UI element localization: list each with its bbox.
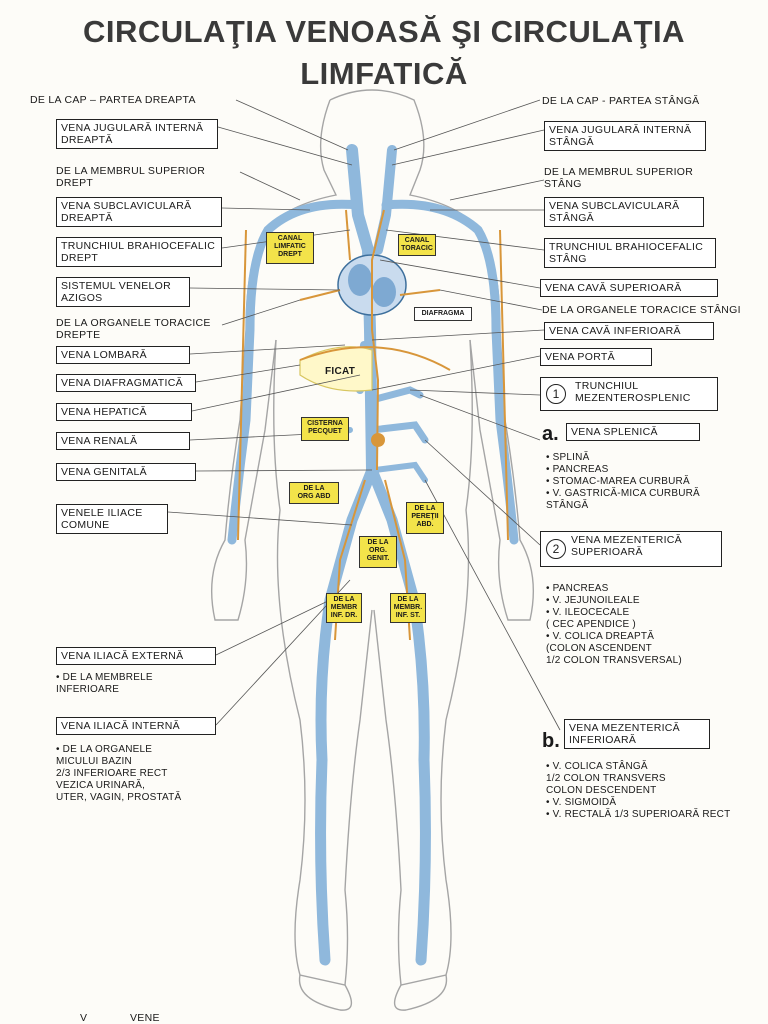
tag-canal-limfatic-drept: CANAL LIMFATIC DREPT (266, 232, 314, 264)
list-vena-mezenterica-superioara: • PANCREAS • V. JEJUNOILEALE • V. ILEOCE… (546, 583, 682, 666)
diagram-title-line2: LIMFATICĂ (300, 56, 468, 91)
diagram-title-line1: CIRCULAŢIA VENOASĂ ŞI CIRCULAŢIA (82, 14, 686, 49)
box-subclaviculara-dreapta: VENA SUBCLAVICULARĂ DREAPTĂ (56, 197, 222, 227)
label-membru-sup-drept: DE LA MEMBRUL SUPERIOR DREPT (56, 165, 206, 189)
box-vena-cava-inferioara: VENA CAVĂ INFERIOARĂ (544, 322, 714, 340)
marker-circle-1: 1 (546, 384, 566, 404)
marker-a: a. (542, 423, 559, 445)
label-cap-stanga: DE LA CAP - PARTEA STÂNGĂ (542, 95, 700, 107)
label-organe-toracice-drepte: DE LA ORGANELE TORACICE DREPTE (56, 317, 211, 341)
tag-org-genit: DE LA ORG. GENIT. (359, 536, 397, 568)
tag-diafragma: DIAFRAGMA (414, 307, 472, 321)
marker-b: b. (542, 730, 560, 752)
box-venele-azigos: SISTEMUL VENELOR AZIGOS (56, 277, 190, 307)
legend-v: V (80, 1012, 88, 1024)
box-vena-cava-superioara: VENA CAVĂ SUPERIOARĂ (540, 279, 718, 297)
box-venele-iliace-comune: VENELE ILIACE COMUNE (56, 504, 168, 534)
box-jugulara-stanga: VENA JUGULARĂ INTERNĂ STÂNGĂ (544, 121, 706, 151)
box-subclaviculara-stanga: VENA SUBCLAVICULARĂ STÂNGĂ (544, 197, 704, 227)
box-brahiocefalic-stang: TRUNCHIUL BRAHIOCEFALIC STÂNG (544, 238, 716, 268)
tag-cisterna-pecquet: CISTERNA PECQUET (301, 417, 349, 441)
tag-org-abd: DE LA ORG ABD (289, 482, 339, 504)
box-vena-iliaca-externa: VENA ILIACĂ EXTERNĂ (56, 647, 216, 665)
box-vena-mezenterica-superioara: VENA MEZENTERICĂ SUPERIOARĂ (540, 531, 722, 567)
note-iliaca-interna: • DE LA ORGANELE MICULUI BAZIN 2/3 INFER… (56, 744, 182, 803)
note-iliaca-externa: • DE LA MEMBRELE INFERIOARE (56, 672, 153, 695)
box-brahiocefalic-drept: TRUNCHIUL BRAHIOCEFALIC DREPT (56, 237, 222, 267)
legend-vene: VENE (130, 1012, 160, 1024)
box-vena-diafragmatica: VENA DIAFRAGMATICĂ (56, 374, 196, 392)
label-ficat: FICAT (325, 366, 356, 377)
label-organe-toracice-stangi: DE LA ORGANELE TORACICE STÂNGI (542, 304, 741, 316)
tag-peretii-abd: DE LA PEREŢII ABD. (406, 502, 444, 534)
tag-canal-toracic: CANAL TORACIC (398, 234, 436, 256)
cisterna-node (371, 433, 385, 447)
box-vena-hepatica: VENA HEPATICĂ (56, 403, 192, 421)
list-vena-splenica: • SPLINĂ • PANCREAS • STOMAC-MAREA CURBU… (546, 452, 700, 511)
box-jugulara-dreapta: VENA JUGULARĂ INTERNĂ DREAPTĂ (56, 119, 218, 149)
box-vena-mezenterica-inferioara: VENA MEZENTERICĂ INFERIOARĂ (564, 719, 710, 749)
label-cap-dreapta: DE LA CAP – PARTEA DREAPTA (30, 94, 196, 106)
box-vena-renala: VENA RENALĂ (56, 432, 190, 450)
box-vena-genitala: VENA GENITALĂ (56, 463, 196, 481)
box-vena-lombara: VENA LOMBARĂ (56, 346, 190, 364)
list-vena-mezenterica-inferioara: • V. COLICA STÂNGĂ 1/2 COLON TRANSVERS C… (546, 761, 731, 820)
marker-circle-2: 2 (546, 539, 566, 559)
box-vena-splenica: VENA SPLENICĂ (566, 423, 700, 441)
box-trunchiul-mezenterosplenic: TRUNCHIUL MEZENTEROSPLENIC (540, 377, 718, 411)
box-vena-iliaca-interna: VENA ILIACĂ INTERNĂ (56, 717, 216, 735)
tag-membr-inf-dr: DE LA MEMBR INF. DR. (326, 593, 362, 623)
tag-membr-inf-st: DE LA MEMBR. INF. ST. (390, 593, 426, 623)
label-membru-sup-stang: DE LA MEMBRUL SUPERIOR STÂNG (544, 166, 694, 190)
box-vena-porta: VENA PORTĂ (540, 348, 652, 366)
